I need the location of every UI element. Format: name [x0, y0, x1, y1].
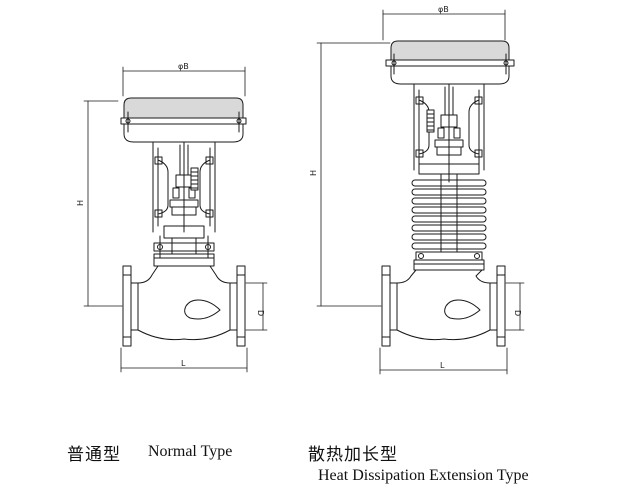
extension-dim-d-label: D — [513, 310, 522, 316]
bonnet — [413, 251, 485, 271]
actuator-housing — [120, 97, 247, 143]
valve-body — [122, 265, 246, 347]
normal-dim-l-label: L — [181, 359, 186, 368]
extension-dim-l-label: L — [440, 361, 445, 370]
normal-dim-h-label: H — [76, 200, 85, 206]
dimension-lines — [83, 66, 268, 373]
cooling-fins — [411, 173, 487, 253]
actuator-housing — [385, 40, 515, 85]
stroke-scale — [426, 109, 435, 133]
normal-dim-d-label: D — [256, 310, 265, 316]
valve-body — [381, 265, 506, 347]
normal-dim-b-label: φB — [178, 62, 189, 71]
extension-type-valve — [316, 9, 525, 375]
dimension-lines — [316, 9, 525, 375]
extension-dim-b-label: φB — [438, 5, 449, 14]
extension-type-caption-cn: 散热加长型 — [308, 445, 398, 465]
yoke-bracket — [152, 141, 216, 233]
normal-type-caption-cn: 普通型 — [67, 445, 121, 465]
bonnet — [153, 225, 215, 267]
extension-dim-h-label: H — [309, 170, 318, 176]
stroke-scale — [190, 167, 199, 191]
extension-type-caption-en: Heat Dissipation Extension Type — [318, 467, 529, 484]
normal-type-valve — [83, 66, 268, 373]
normal-type-caption-en: Normal Type — [148, 443, 233, 460]
yoke-bracket — [413, 83, 485, 183]
